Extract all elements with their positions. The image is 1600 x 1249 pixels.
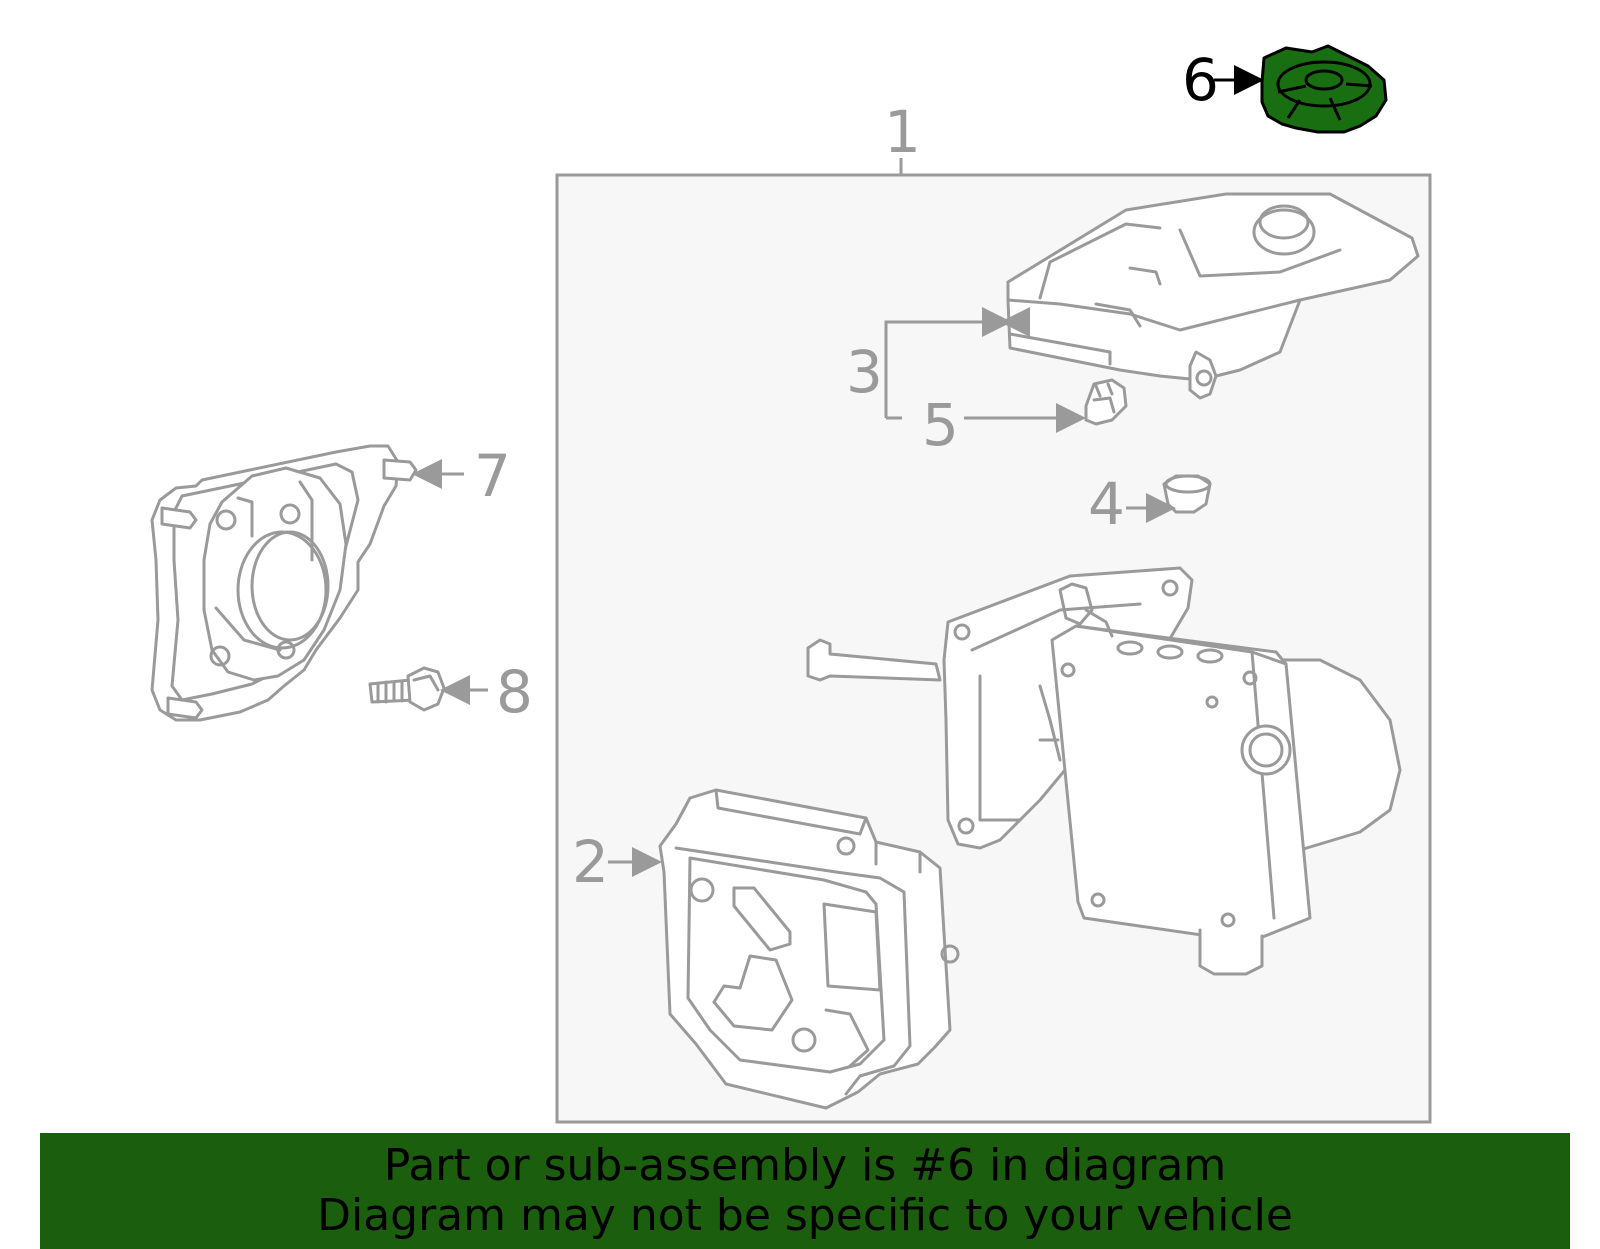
- part-3-fluid-reservoir[interactable]: [1006, 192, 1420, 400]
- banner-line-disclaimer: Diagram may not be specific to your vehi…: [317, 1190, 1293, 1241]
- callout-6[interactable]: 6: [1182, 46, 1219, 114]
- part-4-grommet[interactable]: [1162, 474, 1212, 514]
- part-2-control-module[interactable]: [658, 788, 960, 1110]
- brake-booster-assembly: [806, 566, 1402, 976]
- callout-5[interactable]: 5: [922, 391, 959, 459]
- part-6-reservoir-cap[interactable]: [1260, 44, 1388, 134]
- part-7-mounting-bracket[interactable]: [150, 444, 418, 722]
- callout-8[interactable]: 8: [496, 658, 533, 726]
- callout-1[interactable]: 1: [884, 98, 921, 166]
- callout-3[interactable]: 3: [846, 338, 883, 406]
- part-8-bolt[interactable]: [368, 666, 446, 712]
- callout-7[interactable]: 7: [474, 442, 511, 510]
- info-banner: Part or sub-assembly is #6 in diagram Di…: [40, 1133, 1570, 1249]
- callout-4[interactable]: 4: [1088, 470, 1125, 538]
- banner-line-part-number: Part or sub-assembly is #6 in diagram: [383, 1140, 1227, 1191]
- callout-2[interactable]: 2: [572, 828, 609, 896]
- part-5-level-sensor[interactable]: [1084, 378, 1128, 426]
